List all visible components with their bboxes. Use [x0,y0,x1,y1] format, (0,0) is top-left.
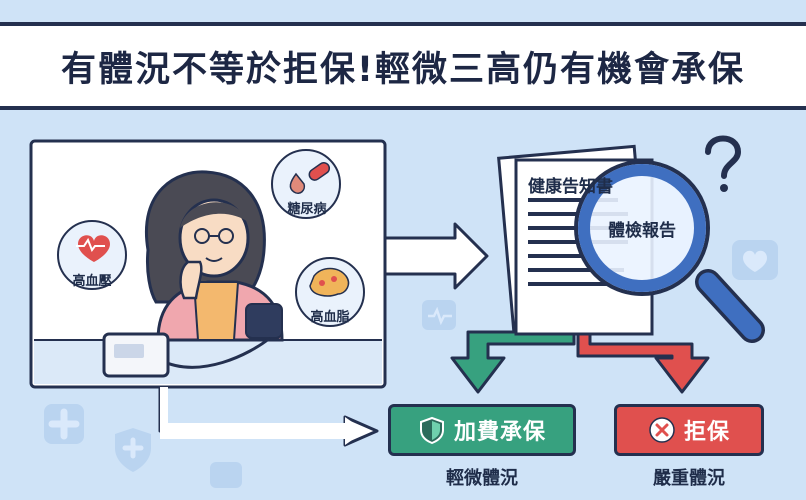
monitor-icon [210,462,242,488]
hyperlipidemia-bubble [295,257,365,327]
blood-drop-icon [289,172,306,195]
title-banner: 有體況不等於拒保!輕微三高仍有機會承保 [0,22,806,110]
caption-reject: 嚴重體況 [653,468,725,489]
label-hypertension: 高血壓 [72,274,112,289]
page-title: 有體況不等於拒保!輕微三高仍有機會承保 [61,49,745,90]
document-heading: 健康告知書 [528,177,613,197]
hypertension-bubble [57,220,127,290]
label-diabetes: 糖尿病 [287,202,327,217]
outcome-reject-badge: 拒保 [614,404,764,456]
close-circle-icon [649,417,675,443]
diabetes-bubble [271,149,341,219]
magnified-label: 體檢報告 [608,221,676,241]
caption-accept: 輕微體況 [446,468,518,489]
magnifier-icon [574,160,765,343]
pill-icon [308,162,331,181]
fat-cell-icon [309,267,350,297]
outcome-accept-badge: 加費承保 [388,404,576,456]
shield-icon [419,416,444,444]
outcome-accept-label: 加費承保 [453,420,546,445]
outcome-reject-label: 拒保 [683,420,730,445]
patient-panel [29,139,387,389]
label-hyperlipidemia: 高血脂 [310,310,350,325]
question-mark-icon [705,135,742,192]
blood-pressure-cuff-icon [102,303,283,378]
connector-arrows [158,222,710,447]
background-decor [44,240,778,488]
